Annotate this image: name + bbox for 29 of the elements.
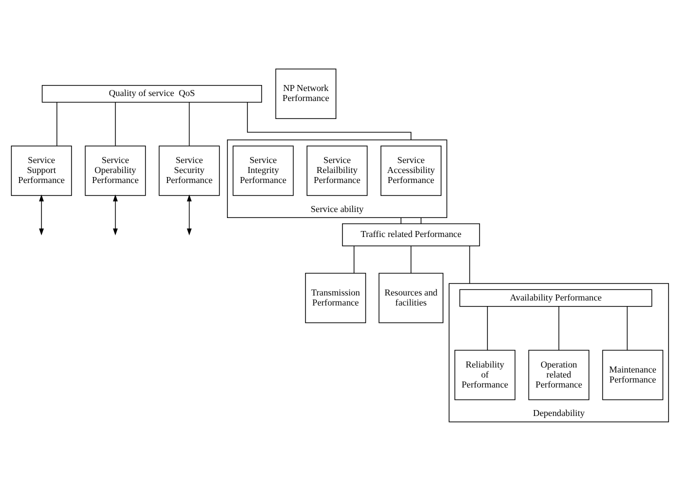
node-box: Service Accessibility Performance: [380, 145, 442, 196]
node-box: Quality of service QoS: [42, 84, 262, 102]
node-box: Service Support Performance: [10, 145, 72, 196]
node-box: Transmission Performance: [305, 272, 366, 323]
connector: [420, 216, 422, 224]
connector: [487, 306, 488, 350]
node-box: Maintenance Performance: [602, 349, 664, 400]
node-box: NP Network Performance: [275, 68, 336, 118]
connector: [469, 245, 470, 284]
connector: [400, 216, 402, 224]
node-box: Reliability of Performance: [454, 349, 516, 400]
node-box: Traffic related Performance: [342, 222, 480, 246]
connector: [114, 101, 116, 146]
node-box: Availability Performance: [459, 288, 652, 306]
arrow: [186, 194, 192, 235]
connector: [558, 306, 560, 350]
connector: [410, 245, 412, 274]
node-box: Service Security Performance: [158, 145, 220, 196]
node-box: Operation related Performance: [528, 349, 590, 400]
node-box: Service Integrity Performance: [232, 145, 294, 196]
node-box: Service Operability Performance: [84, 145, 146, 196]
connector: [247, 101, 412, 140]
node-box: Service Relailbility Performance: [306, 145, 368, 196]
arrow: [112, 194, 118, 235]
connector: [188, 101, 190, 146]
arrow: [39, 194, 44, 235]
connector: [626, 306, 628, 350]
node-box: Resources and facilities: [378, 272, 444, 323]
connector: [56, 101, 58, 146]
